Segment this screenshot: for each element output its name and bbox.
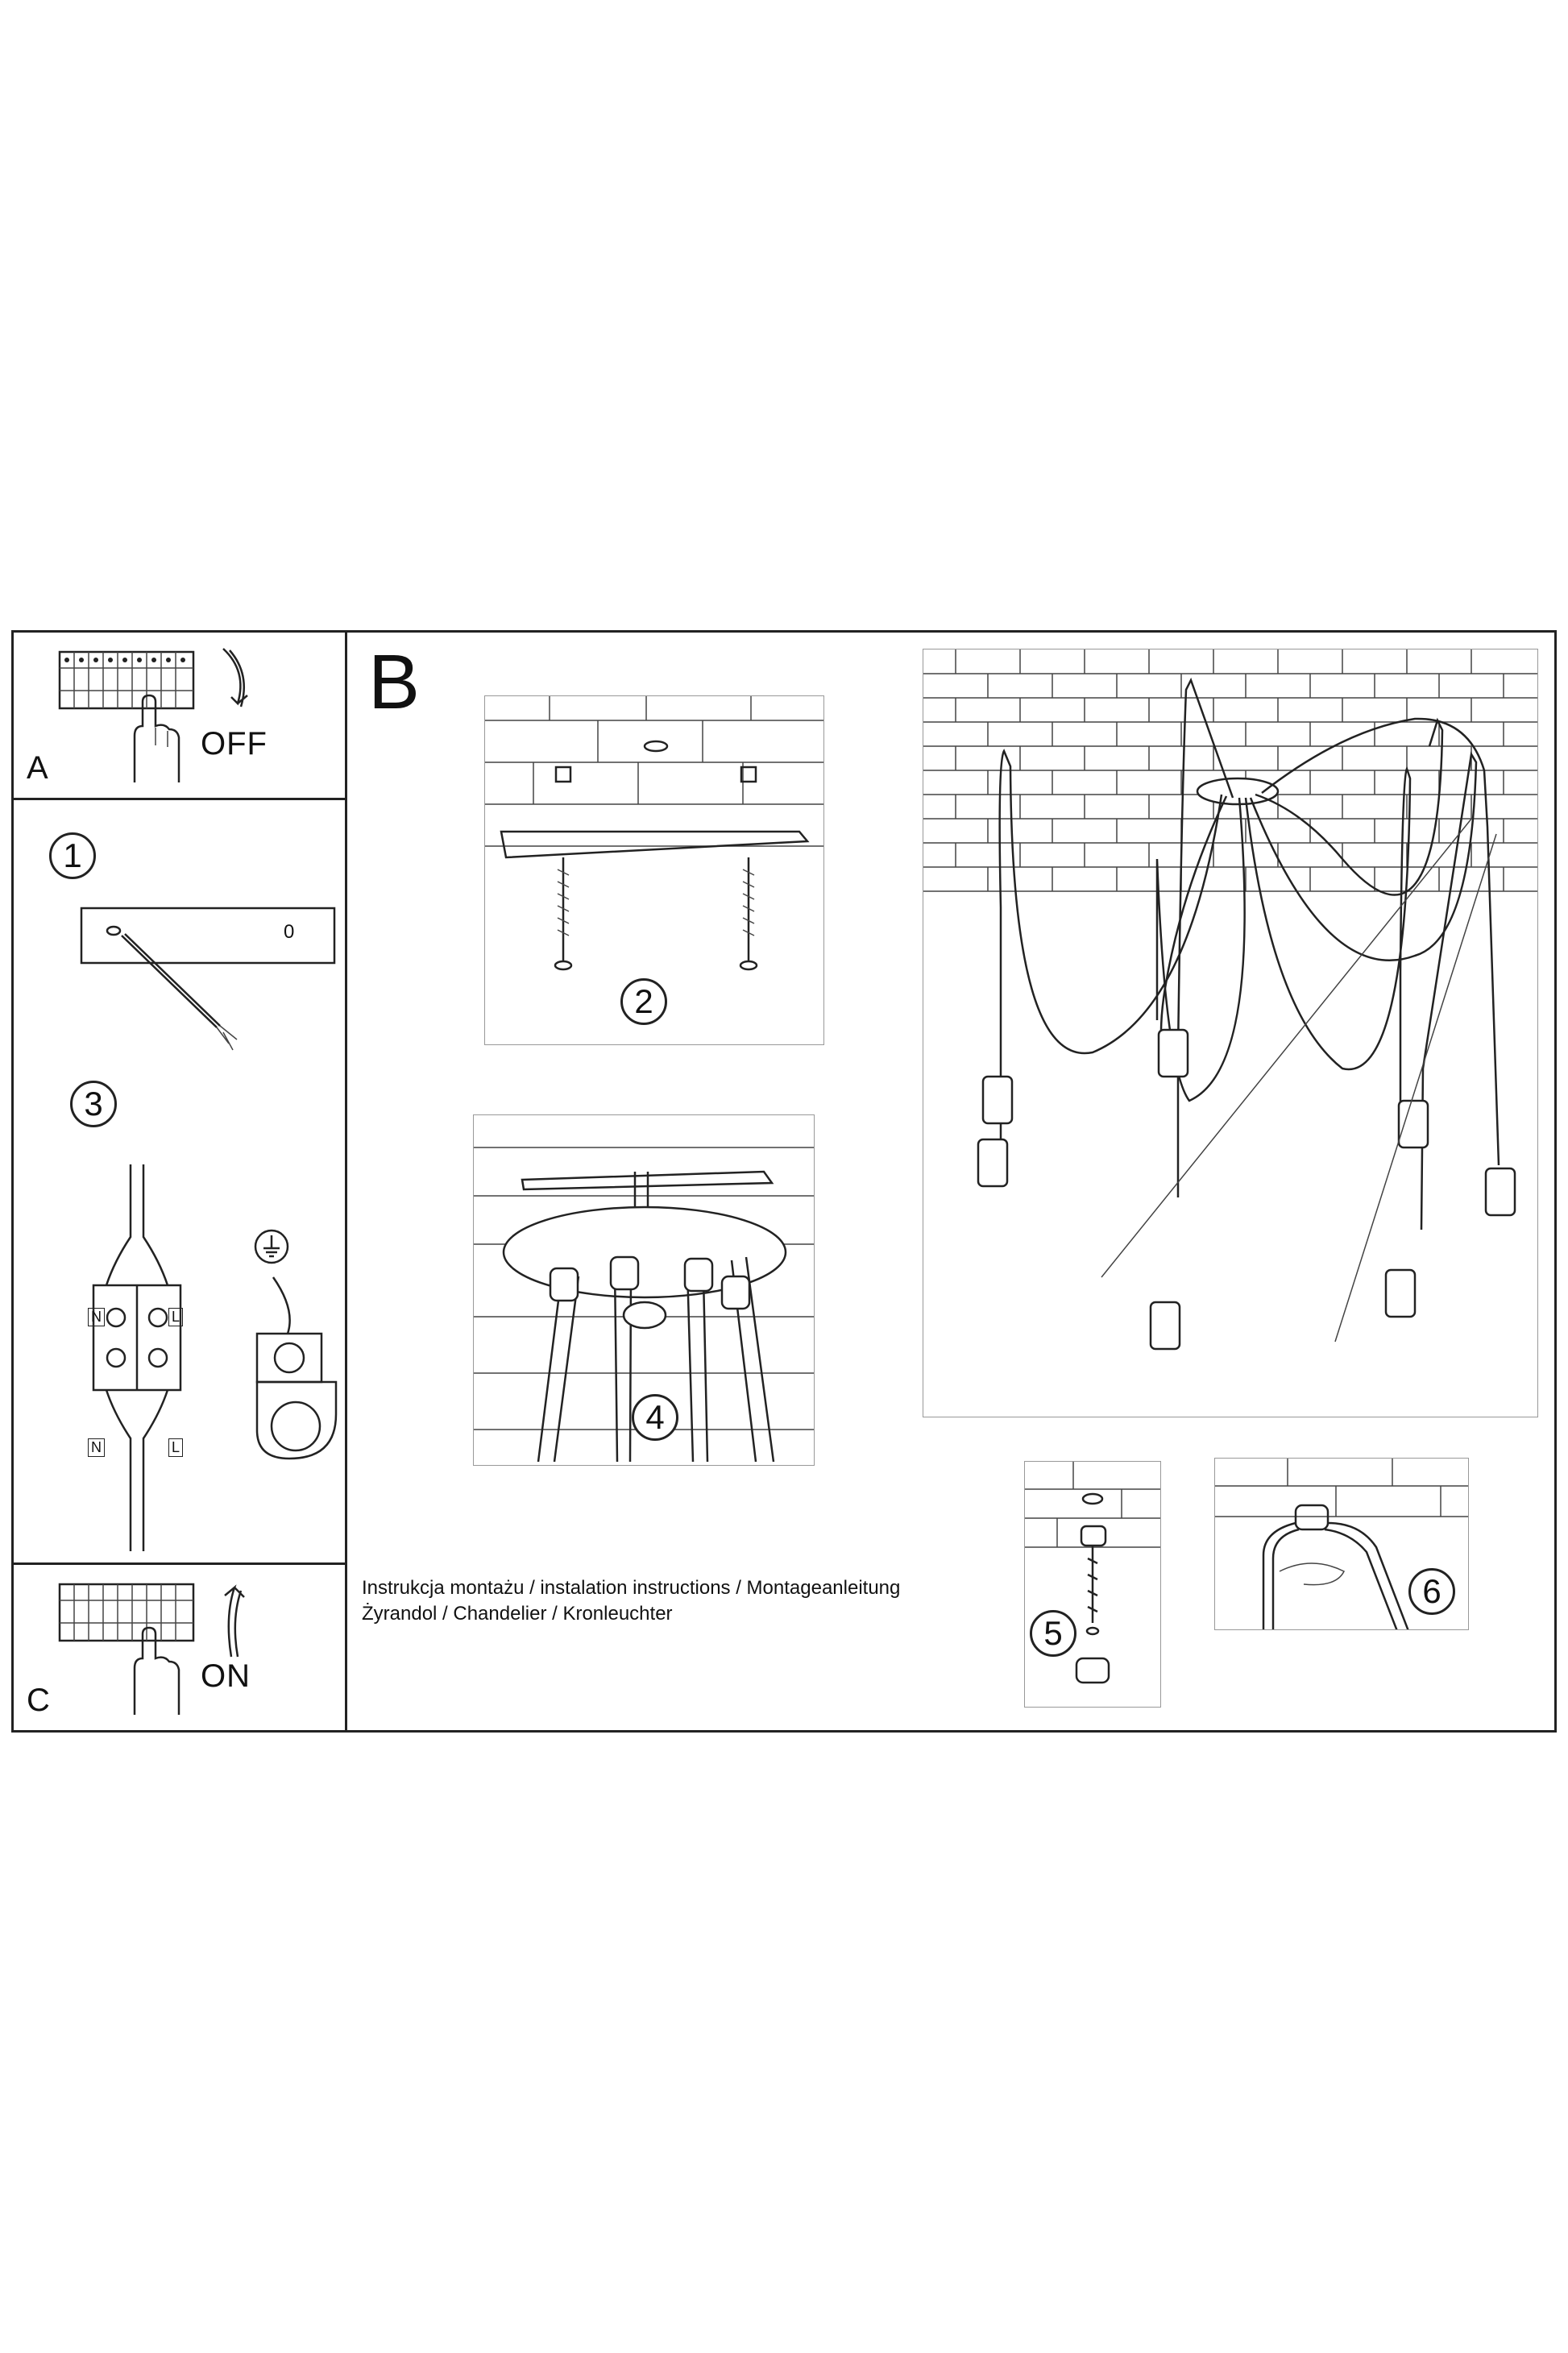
hook-detail-drawing [1215, 1459, 1468, 1629]
caption-line-2: Żyrandol / Chandelier / Kronleuchter [362, 1603, 673, 1625]
hand-icon [133, 1626, 180, 1715]
step-4-number: 4 [632, 1394, 678, 1441]
caption-line-1: Instrukcja montażu / instalation instruc… [362, 1577, 901, 1599]
terminal-n-bottom: N [88, 1438, 105, 1457]
chandelier-overview-panel [923, 649, 1538, 1417]
caption-block: Instrukcja montażu / instalation instruc… [362, 1575, 900, 1627]
step-2-panel: 2 [484, 695, 824, 1045]
step-5-number: 5 [1030, 1610, 1076, 1657]
terminal-n-top: N [88, 1308, 105, 1326]
column-divider [345, 633, 347, 1730]
breaker-panel-icon [58, 650, 195, 710]
step-3-number: 3 [70, 1081, 117, 1127]
ground-icon [254, 1229, 338, 1460]
step-a-letter: A [27, 750, 48, 786]
mounting-plate-drawing [80, 907, 336, 1051]
off-label: OFF [201, 726, 268, 762]
bracket-mounting-drawing [485, 696, 823, 971]
screw-icon [1025, 1462, 1160, 1684]
chandelier-drawing [923, 649, 1537, 1351]
step-2-number: 2 [620, 978, 667, 1025]
instruction-sheet: OFF A 1 0 3 N L N L [11, 630, 1557, 1733]
step-6-panel: 6 [1214, 1458, 1469, 1630]
canopy-assembly-drawing [474, 1147, 814, 1463]
step-a-box: OFF A [14, 633, 345, 800]
terminal-l-bottom: L [168, 1438, 184, 1457]
step-b-letter: B [368, 639, 421, 725]
step-4-panel: 4 [473, 1114, 815, 1466]
on-label: ON [201, 1658, 251, 1694]
mount-plate-zero: 0 [284, 921, 295, 943]
arrow-down-icon [222, 648, 248, 708]
breaker-panel-icon [58, 1583, 195, 1642]
brick-wall [923, 673, 1537, 892]
leader-lines [1101, 817, 1497, 1342]
terminal-l-top: L [168, 1308, 184, 1326]
hand-icon [133, 694, 180, 782]
step-c-letter: C [27, 1683, 50, 1718]
terminal-block-icon [92, 1164, 182, 1551]
step-5-panel: 5 [1024, 1461, 1161, 1708]
step-1-number: 1 [49, 832, 96, 879]
step-c-box: ON C [14, 1562, 345, 1730]
step-6-number: 6 [1408, 1568, 1455, 1615]
arrow-up-icon [224, 1584, 245, 1658]
